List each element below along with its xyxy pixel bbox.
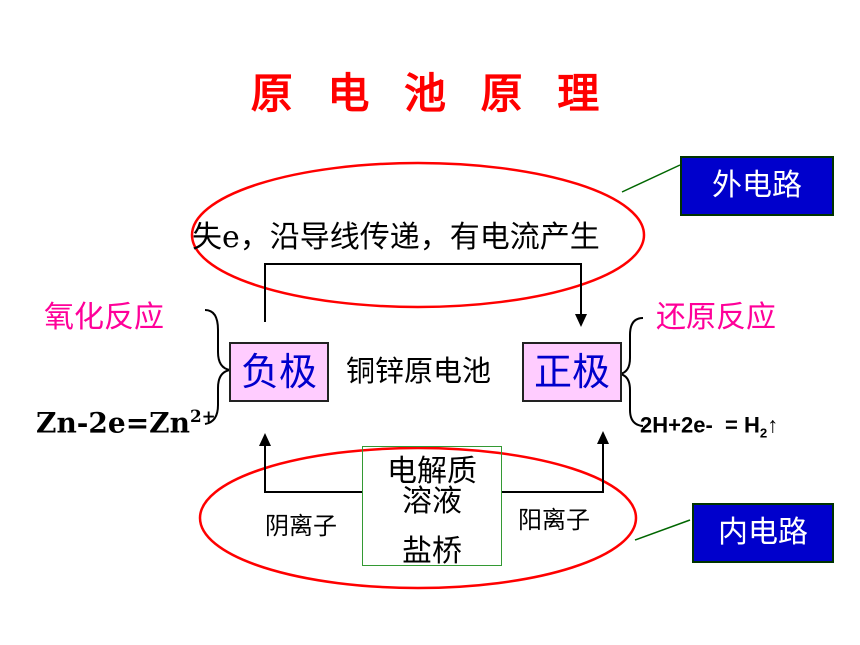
- right-brace: [619, 317, 644, 427]
- cation-arrow-head: [597, 431, 609, 444]
- external-label-leader: [621, 164, 681, 193]
- anode-equation-sup: 2+: [189, 406, 216, 426]
- cation-path: [502, 440, 604, 493]
- anode-equation: Zn-2e=Zn2+: [36, 406, 216, 439]
- anion-label: 阴离子: [265, 512, 337, 540]
- cathode-equation-part1: 2H: [640, 412, 669, 438]
- internal-circuit-label: 内电路: [692, 503, 834, 563]
- cathode-equation-arrow: ↑: [767, 412, 779, 438]
- electrolyte-line-1: 电解质: [387, 454, 477, 489]
- internal-label-leader: [634, 519, 691, 541]
- external-circuit-label: 外电路: [680, 156, 834, 216]
- electrolyte-box: [362, 446, 502, 566]
- oxidation-label: 氧化反应: [44, 300, 164, 335]
- anion-path: [264, 442, 362, 493]
- anion-arrow-head: [259, 433, 271, 446]
- wire-arrow-head: [575, 314, 587, 327]
- external-wire: [264, 263, 582, 322]
- cathode-equation-part2: +2e- = H: [668, 412, 760, 438]
- internal-circuit-ellipse: [198, 446, 638, 590]
- page-title: 原 电 池 原 理: [250, 69, 610, 118]
- cell-name: 铜锌原电池: [346, 354, 492, 388]
- cathode-equation: 2H+2e- = H2↑: [640, 412, 779, 441]
- electrolyte-line-2: 溶液: [402, 484, 462, 519]
- anode-equation-main: Zn-2e=Zn: [36, 406, 190, 440]
- cathode-equation-sub: 2: [759, 425, 768, 441]
- reduction-label: 还原反应: [656, 300, 776, 335]
- external-circuit-ellipse: [190, 161, 646, 309]
- anode-box: 负极: [229, 342, 329, 402]
- electrolyte-line-3: 盐桥: [402, 534, 462, 569]
- cathode-box: 正极: [522, 342, 622, 402]
- external-circuit-description: 失e，沿导线传递，有电流产生: [192, 220, 600, 255]
- cation-label: 阳离子: [518, 506, 590, 534]
